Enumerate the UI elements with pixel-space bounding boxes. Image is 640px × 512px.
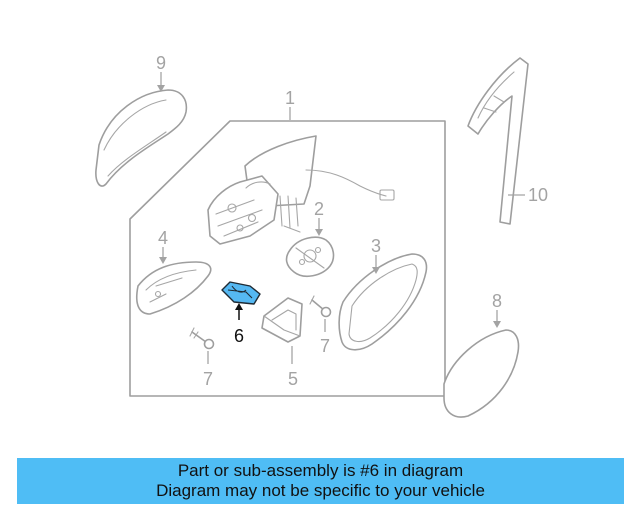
part-4-lower-cover <box>135 261 212 315</box>
part-6-clip-highlighted <box>221 281 261 305</box>
part-7-screw-left <box>189 327 215 350</box>
part-3-mirror-glass <box>338 253 428 351</box>
part-7-screw-right <box>309 295 332 318</box>
assembly-outline <box>129 120 446 397</box>
callout-3: 3 <box>371 236 381 256</box>
part-9-mirror-cap <box>95 89 188 187</box>
parts-diagram: 9 1 2 3 4 6 5 7 7 8 10 <box>95 53 548 418</box>
part-2-actuator <box>285 236 335 278</box>
callout-9: 9 <box>156 53 166 73</box>
banner-line-disclaimer: Diagram may not be specific to your vehi… <box>156 481 485 500</box>
callout-5: 5 <box>288 369 298 389</box>
callout-6: 6 <box>234 326 244 346</box>
callout-1: 1 <box>285 88 295 108</box>
callout-2: 2 <box>314 199 324 219</box>
part-1-mirror-assembly <box>207 135 395 245</box>
part-8-outer-glass <box>443 329 520 418</box>
part-5-bracket <box>261 297 303 343</box>
callout-10: 10 <box>528 185 548 205</box>
part-10-window-trim <box>467 57 529 225</box>
info-banner: Part or sub-assembly is #6 in diagram Di… <box>17 458 624 504</box>
callout-4: 4 <box>158 228 168 248</box>
banner-line-part: Part or sub-assembly is #6 in diagram <box>177 461 464 480</box>
callout-7a: 7 <box>203 369 213 389</box>
callout-7b: 7 <box>320 336 330 356</box>
callout-8: 8 <box>492 291 502 311</box>
